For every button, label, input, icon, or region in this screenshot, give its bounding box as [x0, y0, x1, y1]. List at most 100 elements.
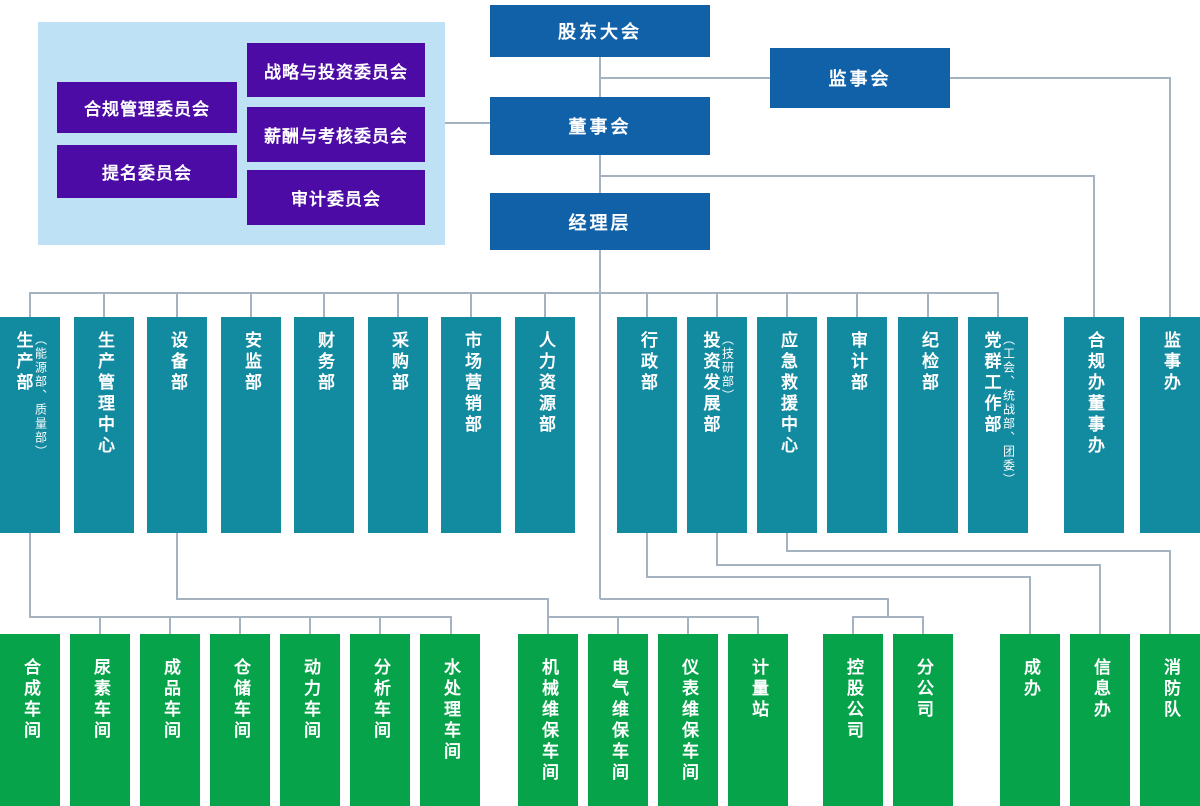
dept-supervisory-office: 监事办	[1140, 317, 1200, 533]
node-branch-company: 分公司	[893, 634, 953, 806]
node-sublabel: （技研部）	[720, 333, 735, 403]
connector-line	[309, 616, 311, 634]
connector-line	[997, 292, 999, 317]
connector-line	[176, 533, 178, 599]
connector-line	[445, 122, 490, 124]
node-supervisory-board: 监事会	[770, 48, 950, 108]
connector-line	[397, 292, 399, 317]
connector-line	[786, 292, 788, 317]
workshop-synthesis: 合成车间	[0, 634, 60, 806]
dept-party-mass-work: 党群工作部 （工会、统战部、团委）	[968, 317, 1028, 533]
connector-line	[716, 533, 718, 566]
dept-compliance-board-office: 合规办董事办	[1064, 317, 1124, 533]
dept-marketing: 市场营销部	[441, 317, 501, 533]
node-label: 仪表维保车间	[679, 658, 698, 784]
dept-finance: 财务部	[294, 317, 354, 533]
node-compliance-committee: 合规管理委员会	[57, 82, 237, 133]
node-label: 审计部	[848, 331, 867, 394]
connector-line	[547, 616, 759, 618]
node-label: 信息办	[1091, 658, 1110, 721]
workshop-water-treatment: 水处理车间	[420, 634, 480, 806]
connector-line	[99, 616, 101, 634]
node-label: 行政部	[638, 331, 657, 394]
connector-line	[600, 598, 889, 600]
connector-line	[544, 292, 546, 317]
connector-line	[169, 616, 171, 634]
connector-line	[239, 616, 241, 634]
connector-line	[176, 598, 549, 600]
connector-line	[852, 616, 854, 634]
node-label: 成办	[1021, 658, 1040, 700]
node-label: 纪检部	[919, 331, 938, 394]
connector-line	[646, 576, 1031, 578]
connector-line	[856, 292, 858, 317]
connector-line	[887, 598, 889, 617]
connector-line	[600, 175, 1095, 177]
node-label: 水处理车间	[441, 658, 460, 763]
node-information-office: 信息办	[1070, 634, 1130, 806]
connector-line	[646, 292, 648, 317]
connector-line	[646, 533, 648, 578]
node-label: 市场营销部	[462, 331, 481, 436]
connector-line	[1169, 77, 1171, 317]
node-cheng-office: 成办	[1000, 634, 1060, 806]
node-label: 人力资源部	[536, 331, 555, 436]
node-label: 分公司	[914, 658, 933, 721]
node-label: 成品车间	[161, 658, 180, 742]
dept-discipline-inspection: 纪检部	[898, 317, 958, 533]
node-label: 分析车间	[371, 658, 390, 742]
workshop-power: 动力车间	[280, 634, 340, 806]
connector-line	[29, 292, 999, 294]
node-nomination-committee: 提名委员会	[57, 145, 237, 198]
node-label: 仓储车间	[231, 658, 250, 742]
node-label: 薪酬与考核委员会	[264, 127, 408, 146]
dept-audit: 审计部	[827, 317, 887, 533]
node-shareholders-meeting: 股东大会	[490, 5, 710, 57]
node-label: 合成车间	[21, 658, 40, 742]
workshop-instrument-maintenance: 仪表维保车间	[658, 634, 718, 806]
connector-line	[1099, 564, 1101, 634]
dept-production-management-center: 生产管理中心	[74, 317, 134, 533]
connector-line	[922, 616, 924, 634]
node-label: 董事会	[568, 117, 632, 137]
connector-line	[29, 292, 31, 317]
node-label: 动力车间	[301, 658, 320, 742]
connector-line	[1093, 175, 1095, 317]
node-board-of-directors: 董事会	[490, 97, 710, 155]
connector-line	[250, 292, 252, 317]
connector-line	[29, 533, 31, 618]
connector-line	[786, 533, 788, 552]
node-label: 合规管理委员会	[84, 100, 210, 119]
connector-line	[323, 292, 325, 317]
node-remuneration-assessment-committee: 薪酬与考核委员会	[247, 107, 425, 162]
workshop-analysis: 分析车间	[350, 634, 410, 806]
node-holding-company: 控股公司	[823, 634, 883, 806]
connector-line	[617, 616, 619, 634]
connector-line	[599, 250, 601, 599]
workshop-mechanical-maintenance: 机械维保车间	[518, 634, 578, 806]
node-label: 监事会	[828, 69, 892, 89]
workshop-urea: 尿素车间	[70, 634, 130, 806]
node-label: 生产部	[13, 331, 33, 394]
node-label: 应急救援中心	[778, 331, 797, 457]
node-label: 电气维保车间	[609, 658, 628, 784]
connector-line	[716, 564, 1101, 566]
connector-line	[757, 616, 759, 634]
connector-line	[852, 616, 924, 618]
dept-production: 生产部 （能源部、质量部）	[0, 317, 60, 533]
node-label: 提名委员会	[102, 164, 192, 183]
dept-safety-supervision: 安监部	[221, 317, 281, 533]
node-label: 经理层	[568, 212, 632, 233]
node-label: 监事办	[1161, 331, 1180, 394]
node-label: 控股公司	[844, 658, 863, 742]
connector-line	[379, 616, 381, 634]
node-label: 投资发展部	[700, 331, 720, 436]
dept-investment-development: 投资发展部 （技研部）	[687, 317, 747, 533]
workshop-finished-product: 成品车间	[140, 634, 200, 806]
node-sublabel: （能源部、质量部）	[33, 333, 48, 459]
node-audit-committee: 审计委员会	[247, 170, 425, 225]
dept-equipment: 设备部	[147, 317, 207, 533]
dept-emergency-rescue-center: 应急救援中心	[757, 317, 817, 533]
dept-administration: 行政部	[617, 317, 677, 533]
